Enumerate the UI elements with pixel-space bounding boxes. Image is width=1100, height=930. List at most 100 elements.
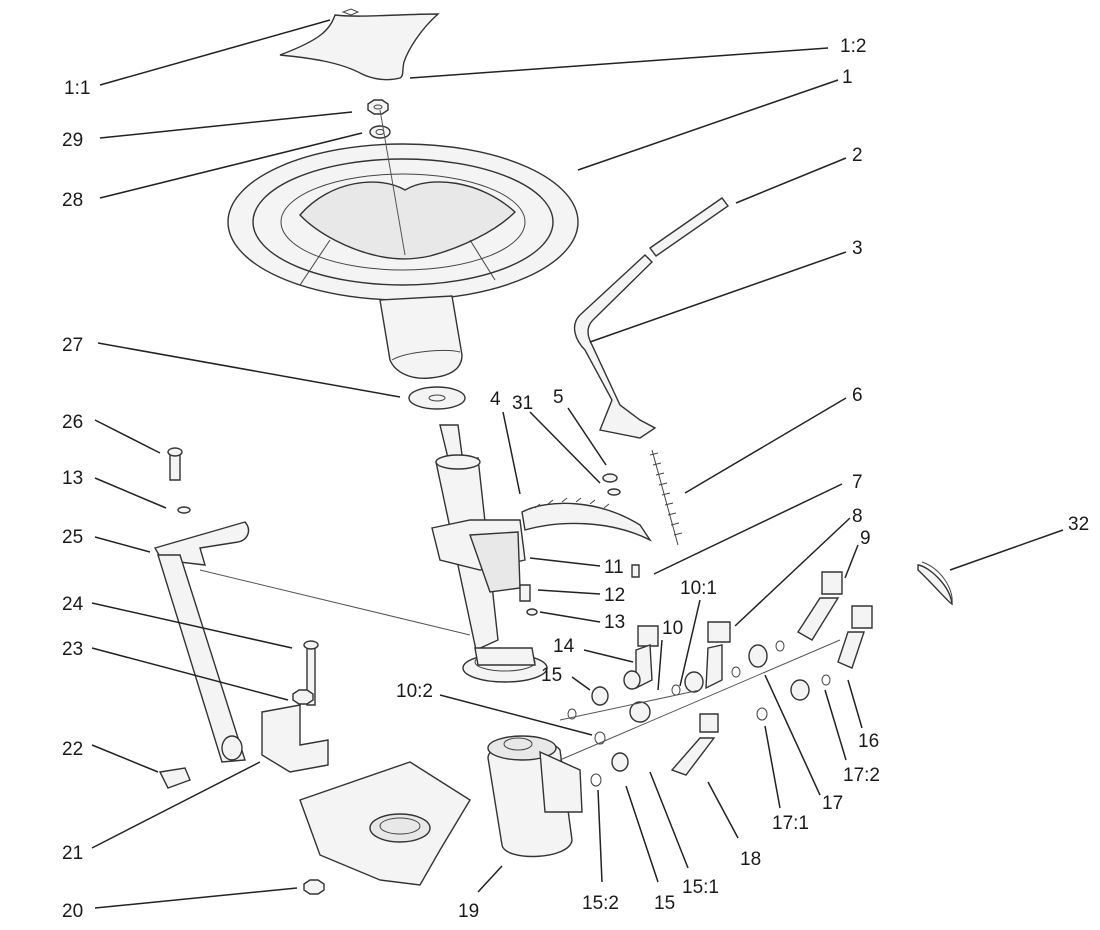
steering-column-part [431, 424, 548, 683]
callout-29: 29 [62, 130, 83, 151]
washer-27-part [408, 386, 466, 410]
callout-10: 10 [662, 618, 683, 639]
callout-32: 32 [1068, 514, 1089, 535]
callout-31: 31 [512, 393, 533, 414]
callout-13b: 13 [604, 612, 625, 633]
callout-3: 3 [852, 238, 863, 259]
callout-10-1: 10:1 [680, 578, 717, 599]
leader-7 [653, 483, 843, 575]
leader-13b [539, 611, 601, 623]
leader-1 [577, 79, 839, 171]
callout-27: 27 [62, 335, 83, 356]
callout-13a: 13 [62, 468, 83, 489]
callout-17: 17 [822, 793, 843, 814]
leader-1-2 [409, 47, 829, 79]
leader-29 [99, 111, 353, 139]
leader-26 [94, 419, 161, 454]
callout-6: 6 [852, 385, 863, 406]
callout-17-2: 17:2 [843, 765, 880, 786]
callout-16: 16 [858, 731, 879, 752]
mount-plate-part [299, 761, 471, 895]
leader-22 [91, 744, 159, 773]
callout-22: 22 [62, 739, 83, 760]
leader-32 [949, 529, 1064, 571]
steering-wheel-part [227, 109, 579, 379]
callout-10-2: 10:2 [396, 681, 433, 702]
callout-14: 14 [553, 636, 575, 657]
leader-10 [657, 639, 663, 691]
callout-11: 11 [604, 557, 624, 578]
wheel-cap-part [279, 8, 440, 81]
callout-labels: 1:1 1:2 1 29 2 28 3 27 6 26 4 31 5 13 7 … [62, 36, 1089, 922]
callout-15b: 15 [654, 893, 675, 914]
leader-28 [99, 132, 363, 199]
leader-12 [537, 589, 601, 595]
callout-26: 26 [62, 412, 83, 433]
callout-24: 24 [62, 594, 84, 615]
leader-15b [625, 785, 659, 883]
clip-32-part [917, 561, 953, 606]
arm-25-part [153, 447, 471, 763]
leader-1-1 [99, 19, 331, 86]
nut-29-part [367, 99, 389, 115]
callout-1-1: 1:1 [64, 78, 90, 99]
callout-20: 20 [62, 901, 83, 922]
callout-15-1: 15:1 [682, 877, 719, 898]
callout-25: 25 [62, 527, 83, 548]
leader-2 [735, 157, 847, 204]
leader-8 [734, 517, 851, 627]
leader-9 [844, 544, 859, 579]
leader-13a [94, 477, 167, 509]
leader-18 [707, 781, 739, 839]
callout-21: 21 [62, 843, 83, 864]
leader-24 [91, 602, 293, 649]
leader-6 [684, 397, 847, 494]
callout-12: 12 [604, 585, 625, 606]
leader-17-2 [824, 689, 847, 761]
bracket-21-part [158, 640, 329, 789]
leader-4 [502, 411, 521, 495]
callout-1: 1 [842, 67, 853, 88]
leader-3 [589, 251, 847, 343]
leader-5 [567, 407, 607, 466]
leader-lines [91, 19, 1064, 909]
leader-19 [477, 865, 503, 893]
leader-25 [94, 536, 151, 553]
parts-drawing [153, 8, 953, 895]
leader-16 [847, 679, 863, 729]
leader-14 [583, 649, 634, 663]
leader-10-2 [439, 694, 593, 736]
control-rod-3-part [573, 197, 729, 439]
callout-9: 9 [860, 528, 871, 549]
callout-8: 8 [852, 506, 863, 527]
quadrant-4-part [521, 497, 653, 542]
callout-19: 19 [458, 901, 479, 922]
callout-23: 23 [62, 639, 83, 660]
washer-28-part [369, 125, 391, 139]
hydraulic-fittings-part [559, 571, 873, 787]
leader-31 [529, 411, 601, 484]
leader-17-1 [764, 725, 781, 809]
leader-23 [91, 647, 289, 701]
callout-4: 4 [490, 389, 501, 410]
leader-27 [97, 342, 401, 398]
callout-15a: 15 [541, 665, 562, 686]
leader-17 [764, 674, 821, 796]
callout-15-2: 15:2 [582, 893, 619, 914]
steering-valve-19-part [487, 735, 583, 858]
leader-11 [529, 557, 601, 567]
leader-15-2 [597, 789, 603, 883]
callout-2: 2 [852, 145, 863, 166]
callout-17-1: 17:1 [772, 813, 809, 834]
small-hardware-part [519, 473, 640, 616]
leader-15a [571, 676, 591, 691]
leader-15-1 [649, 771, 689, 869]
callout-7: 7 [852, 472, 863, 493]
callout-5: 5 [553, 387, 564, 408]
leader-10-1 [679, 599, 701, 687]
callout-1-2: 1:2 [840, 36, 866, 57]
leader-21 [91, 761, 261, 849]
spring-6-part [649, 449, 683, 546]
callout-18: 18 [740, 849, 761, 870]
